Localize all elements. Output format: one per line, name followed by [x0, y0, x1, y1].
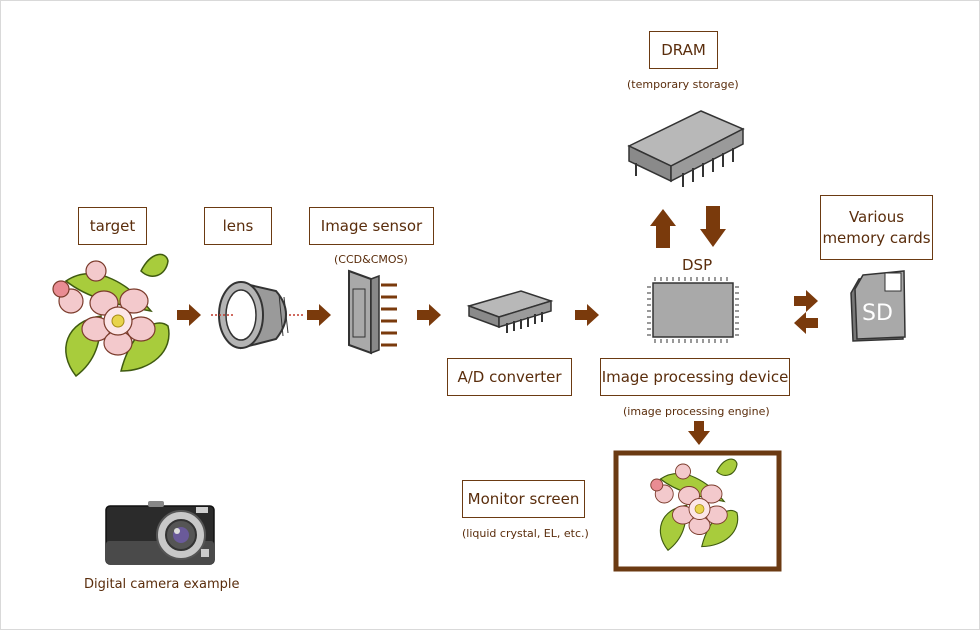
dram-note: (temporary storage) — [627, 78, 739, 91]
arrow-target-to-lens — [177, 304, 201, 326]
ad-converter-chip-illustration — [466, 290, 554, 333]
ad-converter-label: A/D converter — [457, 367, 562, 386]
lens-label-box: lens — [204, 207, 272, 245]
target-flower-illustration — [52, 253, 170, 377]
lens-label: lens — [222, 216, 254, 235]
image-processing-device-label-box: Image processing device — [600, 358, 790, 396]
memory-cards-label-box: Various memory cards — [820, 195, 933, 260]
sd-card-text: SD — [862, 301, 893, 326]
flow-arrows — [177, 206, 818, 445]
arrow-sensor-to-ad — [417, 304, 441, 326]
lens-illustration — [211, 281, 303, 350]
monitor-screen-label: Monitor screen — [467, 489, 580, 508]
image-sensor-illustration — [348, 269, 397, 355]
image-sensor-label: Image sensor — [320, 216, 423, 235]
dram-label-box: DRAM — [649, 31, 718, 69]
target-label-box: target — [78, 207, 147, 245]
image-processing-device-label: Image processing device — [601, 367, 789, 386]
image-processing-note: (image processing engine) — [623, 405, 770, 418]
arrow-memory-to-dsp — [794, 312, 818, 334]
camera-example-label: Digital camera example — [84, 577, 240, 592]
sd-card-illustration — [850, 270, 906, 342]
dsp-label: DSP — [682, 256, 713, 274]
arrow-processing-to-monitor — [688, 421, 710, 445]
monitor-screen-label-box: Monitor screen — [462, 480, 585, 518]
arrow-dsp-to-dram — [650, 209, 676, 248]
target-label: target — [89, 216, 136, 235]
arrow-lens-to-sensor — [307, 304, 331, 326]
image-sensor-label-box: Image sensor — [309, 207, 434, 245]
arrow-dram-to-dsp — [700, 206, 726, 247]
monitor-note: (liquid crystal, EL, etc.) — [462, 527, 589, 540]
arrow-ad-to-dsp — [575, 304, 599, 326]
memory-cards-label: Various memory cards — [822, 207, 931, 247]
ad-converter-label-box: A/D converter — [447, 358, 572, 396]
dram-chip-illustration — [627, 110, 745, 187]
arrow-dsp-to-memory — [794, 290, 818, 312]
dram-label: DRAM — [661, 40, 706, 59]
dsp-chip-illustration — [647, 277, 739, 343]
image-sensor-note: (CCD&CMOS) — [334, 253, 408, 266]
digital-camera-illustration — [105, 501, 215, 565]
